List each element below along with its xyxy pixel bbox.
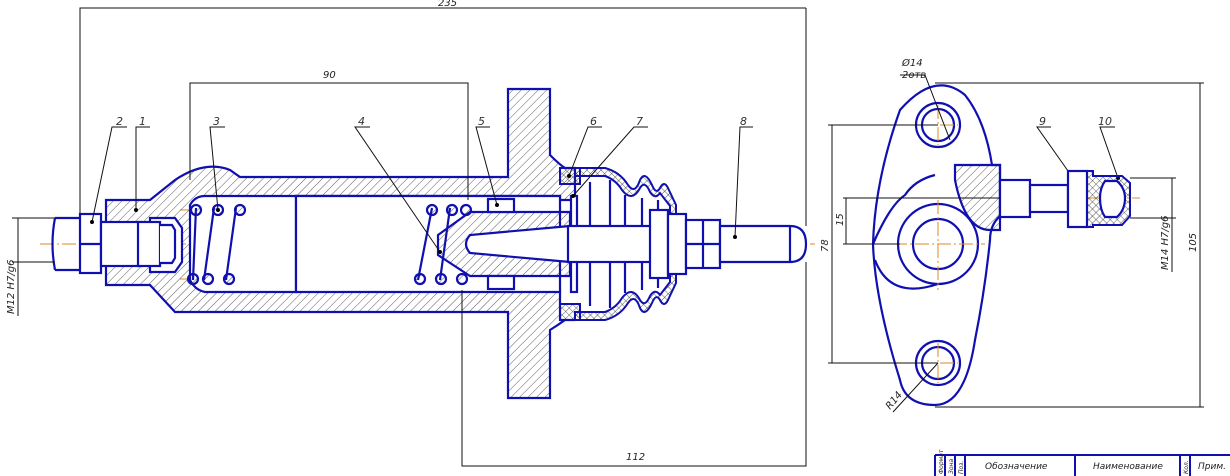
lock-nut: [648, 208, 670, 280]
col-note: Прим.: [1198, 462, 1226, 472]
fitting-nut: [1066, 169, 1089, 229]
fitting-body: [998, 178, 1032, 219]
dim-78: 78: [820, 239, 831, 252]
rubber-boot: [574, 167, 677, 321]
pos-6: 6: [590, 115, 597, 128]
dim-hole-count: 2отв: [902, 70, 926, 81]
dim-90: 90: [323, 70, 336, 81]
col-pos: Поз.: [958, 461, 965, 474]
col-name: Наименование: [1093, 462, 1163, 472]
dim-m12: М12 Н7/g6: [6, 260, 17, 315]
pos-7: 7: [636, 115, 643, 128]
dim-m14: М14 Н7/g6: [1160, 216, 1171, 271]
col-zone: Зона: [948, 459, 955, 474]
dim-r14: R14: [884, 390, 905, 412]
dimensions-main: 235 90 112 М12 Н7/g6: [6, 0, 807, 467]
title-block: Формат Зона Поз. Обозначение Наименовани…: [934, 449, 1230, 476]
pos-8: 8: [740, 115, 747, 128]
pos-3: 3: [213, 115, 220, 128]
dim-hole-diameter: Ø14: [901, 57, 923, 69]
position-numbers: 2 1 3 4 5 6 7 8 9 10: [116, 115, 1112, 128]
spring-left: [186, 203, 247, 286]
flange-outline: [871, 84, 1002, 407]
pos-4: 4: [358, 115, 365, 128]
pos-1: 1: [139, 115, 146, 128]
dim-15: 15: [835, 213, 846, 226]
inlet-tube: [51, 216, 80, 272]
side-view: [871, 84, 1140, 407]
pos-5: 5: [478, 115, 485, 128]
dim-235: 235: [438, 0, 457, 9]
union-fitting: [99, 220, 143, 268]
col-qty: Кол.: [1183, 460, 1190, 474]
dim-112: 112: [626, 452, 645, 463]
col-designation: Обозначение: [985, 462, 1048, 472]
pushrod-inner: [566, 224, 655, 264]
main-section-view: [40, 87, 815, 400]
dim-105: 105: [1188, 233, 1199, 252]
pos-9: 9: [1039, 115, 1046, 128]
pos-2: 2: [116, 115, 123, 128]
col-format: Формат: [938, 449, 945, 474]
pushrod: [718, 224, 808, 264]
pos-10: 10: [1098, 115, 1112, 128]
